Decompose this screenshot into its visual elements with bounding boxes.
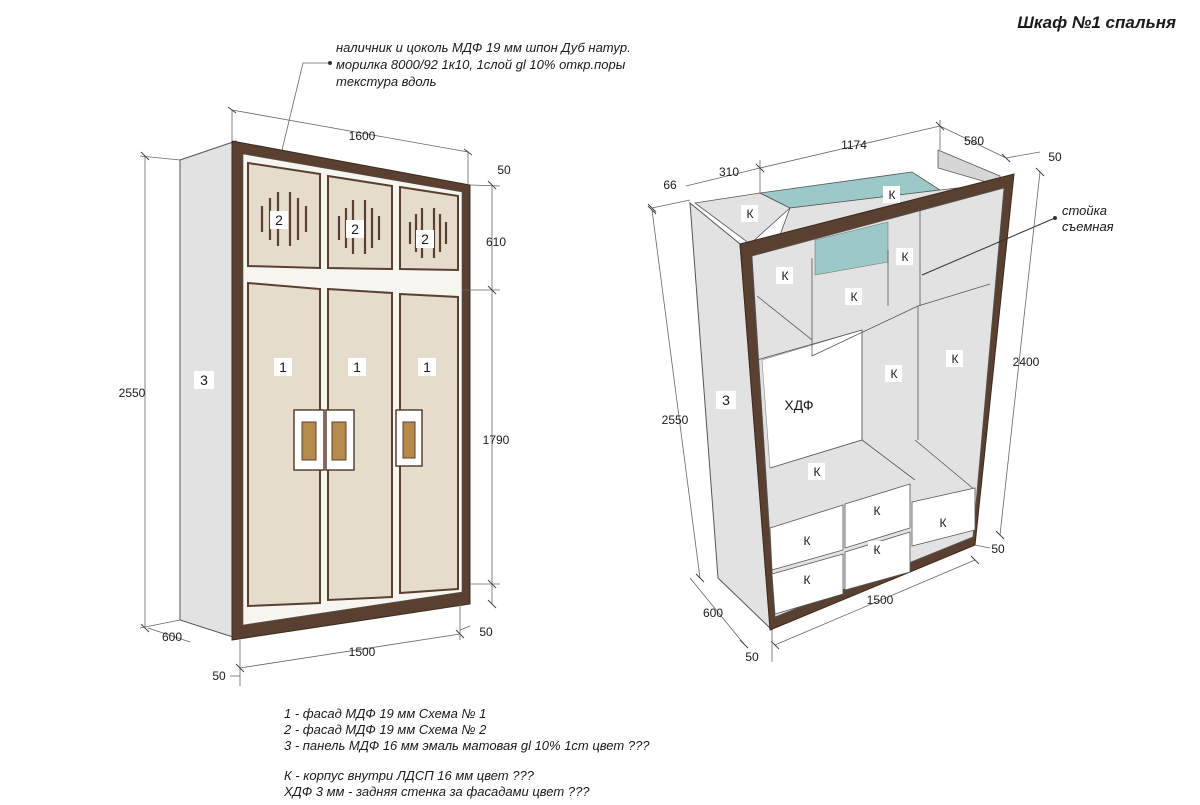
callout-line1: стойка — [1062, 203, 1107, 218]
k-label-6: К — [952, 352, 959, 366]
dim-iso-50-top: 50 — [1048, 150, 1062, 164]
legend-item-5: ХДФ 3 мм - задняя стенка за фасадами цве… — [283, 784, 590, 799]
k-label-3: К — [782, 269, 789, 283]
front-label-upper-left: 2 — [275, 212, 283, 228]
handle-right — [402, 421, 416, 459]
callout-dot — [1053, 216, 1057, 220]
dim-front-bottom-width: 1500 — [349, 645, 376, 659]
dim-iso-1174: 1174 — [841, 138, 867, 152]
front-view: 2 2 2 1 1 1 3 — [119, 106, 511, 686]
dim-front-upper-facade: 610 — [486, 235, 506, 249]
dim-front-top-width: 1600 — [349, 129, 376, 143]
callout-leader — [921, 217, 1056, 276]
iso-view: К К К К К К К К К К К К К ХДФ 3 стойка с… — [647, 120, 1114, 664]
front-label-side: 3 — [200, 372, 208, 388]
front-label-upper-middle: 2 — [351, 221, 359, 237]
dim-front-trim-top: 50 — [497, 163, 511, 177]
k-label-10: К — [804, 534, 811, 548]
dim-front-trim-bottom: 50 — [212, 669, 226, 683]
legend: 1 - фасад МДФ 19 мм Схема № 1 2 - фасад … — [283, 706, 650, 799]
drawing-title: Шкаф №1 спальня — [1017, 13, 1176, 32]
lower-facade-left — [247, 281, 321, 608]
k-label-5: К — [851, 290, 858, 304]
k-label-4: К — [902, 250, 909, 264]
legend-item-1: 1 - фасад МДФ 19 мм Схема № 1 — [284, 706, 486, 721]
top-note-leader — [281, 62, 330, 151]
legend-item-2: 2 - фасад МДФ 19 мм Схема № 2 — [283, 722, 487, 737]
k-label-13: К — [804, 573, 811, 587]
legend-item-4: К - корпус внутри ЛДСП 16 мм цвет ??? — [284, 768, 535, 783]
top-note-dot — [328, 61, 332, 65]
front-label-lower-middle: 1 — [353, 359, 361, 375]
callout-line2: съемная — [1062, 219, 1114, 234]
dim-front-lower-facade: 1790 — [483, 433, 510, 447]
lower-facade-middle — [327, 287, 393, 602]
top-note-line1: наличник и цоколь МДФ 19 мм шпон Дуб нат… — [336, 40, 631, 55]
handle-middle — [331, 421, 347, 461]
front-label-upper-right: 2 — [421, 231, 429, 247]
iso-shelves — [756, 210, 991, 491]
dim-iso-580: 580 — [964, 134, 984, 148]
dim-front-depth: 600 — [162, 630, 182, 644]
dim-iso-600: 600 — [703, 606, 723, 620]
iso-k-labels: К К К К К К К К К К К К К — [741, 186, 963, 588]
dim-iso-310: 310 — [719, 165, 739, 179]
legend-item-3: 3 - панель МДФ 16 мм эмаль матовая gl 10… — [284, 738, 650, 753]
iso-side-label: 3 — [722, 392, 730, 408]
k-label-8: К — [814, 465, 821, 479]
front-label-lower-left: 1 — [279, 359, 287, 375]
k-label-9: К — [874, 504, 881, 518]
upper-facade-right — [399, 185, 459, 272]
iso-hdf-label: ХДФ — [784, 397, 813, 413]
handle-left — [301, 421, 317, 461]
dim-front-height: 2550 — [119, 386, 146, 400]
dim-iso-1500: 1500 — [867, 593, 894, 607]
lower-facades — [247, 281, 459, 608]
k-label-12: К — [940, 516, 947, 530]
top-note-line3: текстура вдоль — [336, 74, 437, 89]
dim-front-trim-right: 50 — [479, 625, 493, 639]
dim-iso-2400: 2400 — [1013, 355, 1040, 369]
k-label-2: К — [889, 188, 896, 202]
k-label-7: К — [891, 367, 898, 381]
iso-dimension-lines — [647, 120, 1045, 662]
k-label-1: К — [747, 207, 754, 221]
k-label-11: К — [874, 543, 881, 557]
front-label-lower-right: 1 — [423, 359, 431, 375]
front-dimension-lines — [139, 106, 501, 686]
lower-facade-right — [399, 292, 459, 595]
top-note-line2: морилка 8000/92 1к10, 1слой gl 10% откр.… — [336, 57, 626, 72]
dim-iso-50-bottom-left: 50 — [745, 650, 759, 664]
drawer-4 — [844, 531, 911, 591]
front-side-panel — [179, 140, 237, 639]
front-handles — [293, 409, 423, 471]
dim-iso-2550: 2550 — [662, 413, 689, 427]
dim-iso-66: 66 — [663, 178, 677, 192]
top-note: наличник и цоколь МДФ 19 мм шпон Дуб нат… — [281, 40, 631, 151]
dim-iso-50-bottom-right: 50 — [991, 542, 1005, 556]
